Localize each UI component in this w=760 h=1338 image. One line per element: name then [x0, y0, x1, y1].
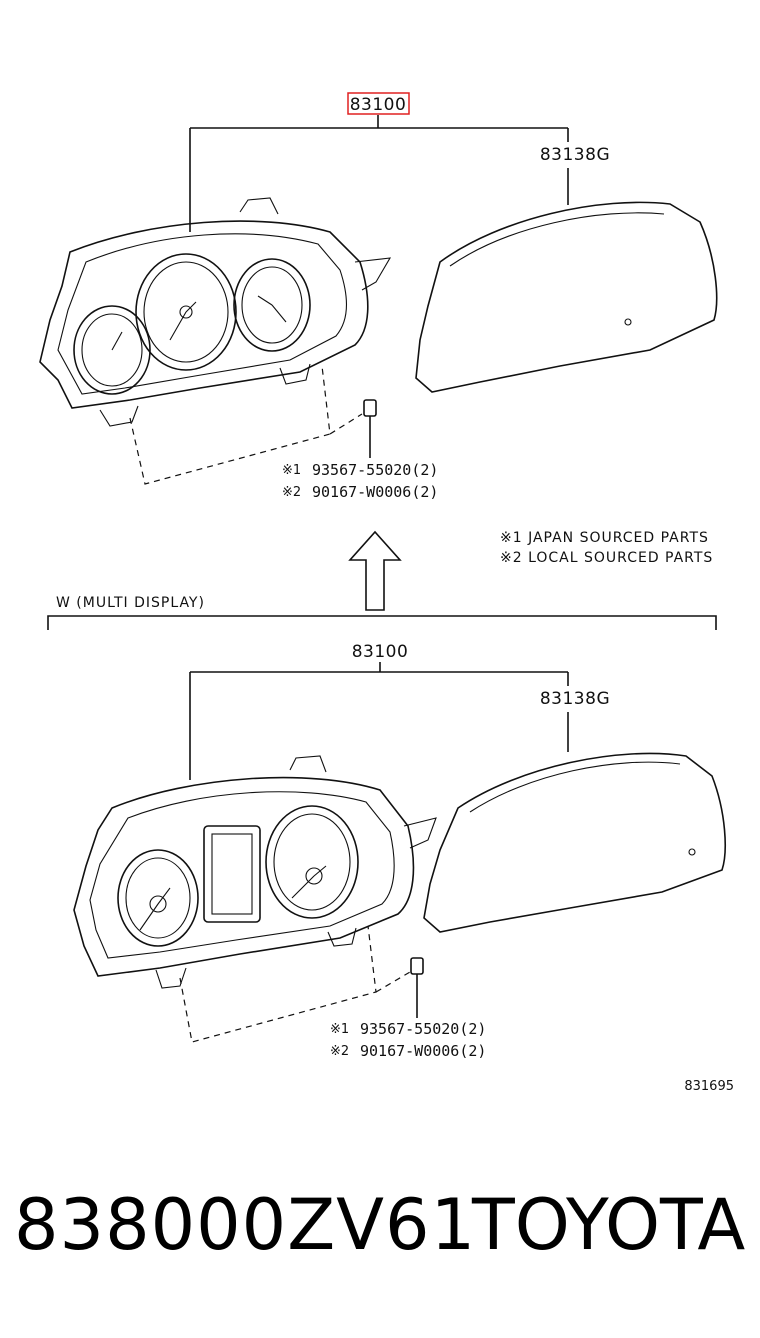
- upper-lens-rim: [449, 212, 665, 267]
- upper-dashed-to-screw: [329, 413, 363, 435]
- upper-center-hub: [179, 305, 193, 319]
- upper-right-dial-inner: [241, 266, 303, 344]
- upper-right-dial: [233, 258, 311, 352]
- upper-meter-face: [57, 233, 347, 395]
- lower-section: 83100 83138G: [73, 642, 726, 1060]
- caption-brand: TOYOTA: [472, 1184, 746, 1266]
- lower-dashed-to-screw: [375, 971, 411, 993]
- lower-right-hub: [305, 867, 323, 885]
- variant-divider: [47, 615, 717, 630]
- figure-number: 831695: [684, 1079, 734, 1094]
- lower-bracket: [189, 662, 569, 780]
- lower-meter-brackets: [155, 755, 357, 989]
- caption-part-number: 838000ZV61: [14, 1184, 477, 1266]
- lower-meter-lens: [423, 752, 726, 933]
- note-local-sourced: ※2 LOCAL SOURCED PARTS: [500, 550, 713, 566]
- upper-screw-part-1[interactable]: 93567-55020(2): [312, 461, 438, 479]
- lower-right-dial-inner: [273, 813, 351, 911]
- lower-right-dial: [265, 805, 359, 919]
- upper-bracket: [189, 115, 569, 232]
- lower-multi-display: [203, 825, 261, 923]
- upper-left-needle: [111, 331, 123, 351]
- upper-left-dial: [73, 305, 151, 395]
- lower-left-dial-inner: [125, 857, 191, 939]
- lower-meter-face: [89, 791, 395, 959]
- lower-multi-display-screen: [211, 833, 253, 915]
- upper-screw-icon: [363, 399, 377, 417]
- lower-meter-housing: [73, 776, 415, 977]
- lower-screw-part-1[interactable]: 93567-55020(2): [360, 1020, 486, 1038]
- upper-screw-group: ※1 93567-55020(2) ※2 90167-W0006(2): [129, 365, 438, 501]
- note-japan-sourced: ※1 JAPAN SOURCED PARTS: [500, 530, 709, 546]
- lower-left-needle: [139, 887, 171, 931]
- upper-screw-mark-1: ※1: [282, 463, 301, 478]
- upper-lens-outline: [415, 201, 718, 393]
- lower-combination-meter: [73, 755, 437, 989]
- upper-combination-meter: [39, 197, 392, 427]
- lower-assembly-label[interactable]: 83100: [352, 642, 409, 662]
- upper-screw-part-2[interactable]: 90167-W0006(2): [312, 483, 438, 501]
- upper-screw-mark-2: ※2: [282, 485, 301, 500]
- upper-assembly-label[interactable]: 83100: [350, 95, 407, 115]
- upper-section: 83100 83138G: [39, 92, 718, 501]
- upper-left-dial-inner: [81, 313, 143, 387]
- upper-center-dial: [135, 253, 237, 371]
- lower-meter-tab: [403, 817, 437, 849]
- lower-screw-icon: [410, 957, 424, 975]
- upper-meter-lens: [415, 201, 718, 393]
- upper-lens-label[interactable]: 83138G: [540, 145, 610, 165]
- up-arrow-icon: [348, 530, 402, 611]
- lower-screw-mark-1: ※1: [330, 1022, 349, 1037]
- lower-left-hub: [149, 895, 167, 913]
- lower-right-needle: [291, 865, 327, 899]
- variant-label: W (MULTI DISPLAY): [56, 595, 205, 611]
- lower-screw-mark-2: ※2: [330, 1044, 349, 1059]
- lower-dashed-leader: [179, 925, 377, 1043]
- lower-lens-outline: [423, 752, 726, 933]
- lower-left-dial: [117, 849, 199, 947]
- lower-lens-label[interactable]: 83138G: [540, 689, 610, 709]
- lower-screw-part-2[interactable]: 90167-W0006(2): [360, 1042, 486, 1060]
- lower-lens-rim: [469, 761, 681, 813]
- lower-lens-hole: [688, 848, 696, 856]
- upper-dashed-leader: [129, 365, 331, 485]
- upper-meter-brackets: [99, 197, 311, 427]
- upper-lens-hole: [624, 318, 632, 326]
- upper-meter-tab: [354, 257, 392, 291]
- assembly-highlight-box: [347, 92, 410, 115]
- upper-right-needle: [257, 295, 287, 323]
- upper-center-dial-inner: [143, 261, 229, 363]
- upper-center-needle: [169, 301, 197, 341]
- upper-meter-housing: [39, 220, 369, 409]
- lower-screw-group: ※1 93567-55020(2) ※2 90167-W0006(2): [179, 925, 486, 1060]
